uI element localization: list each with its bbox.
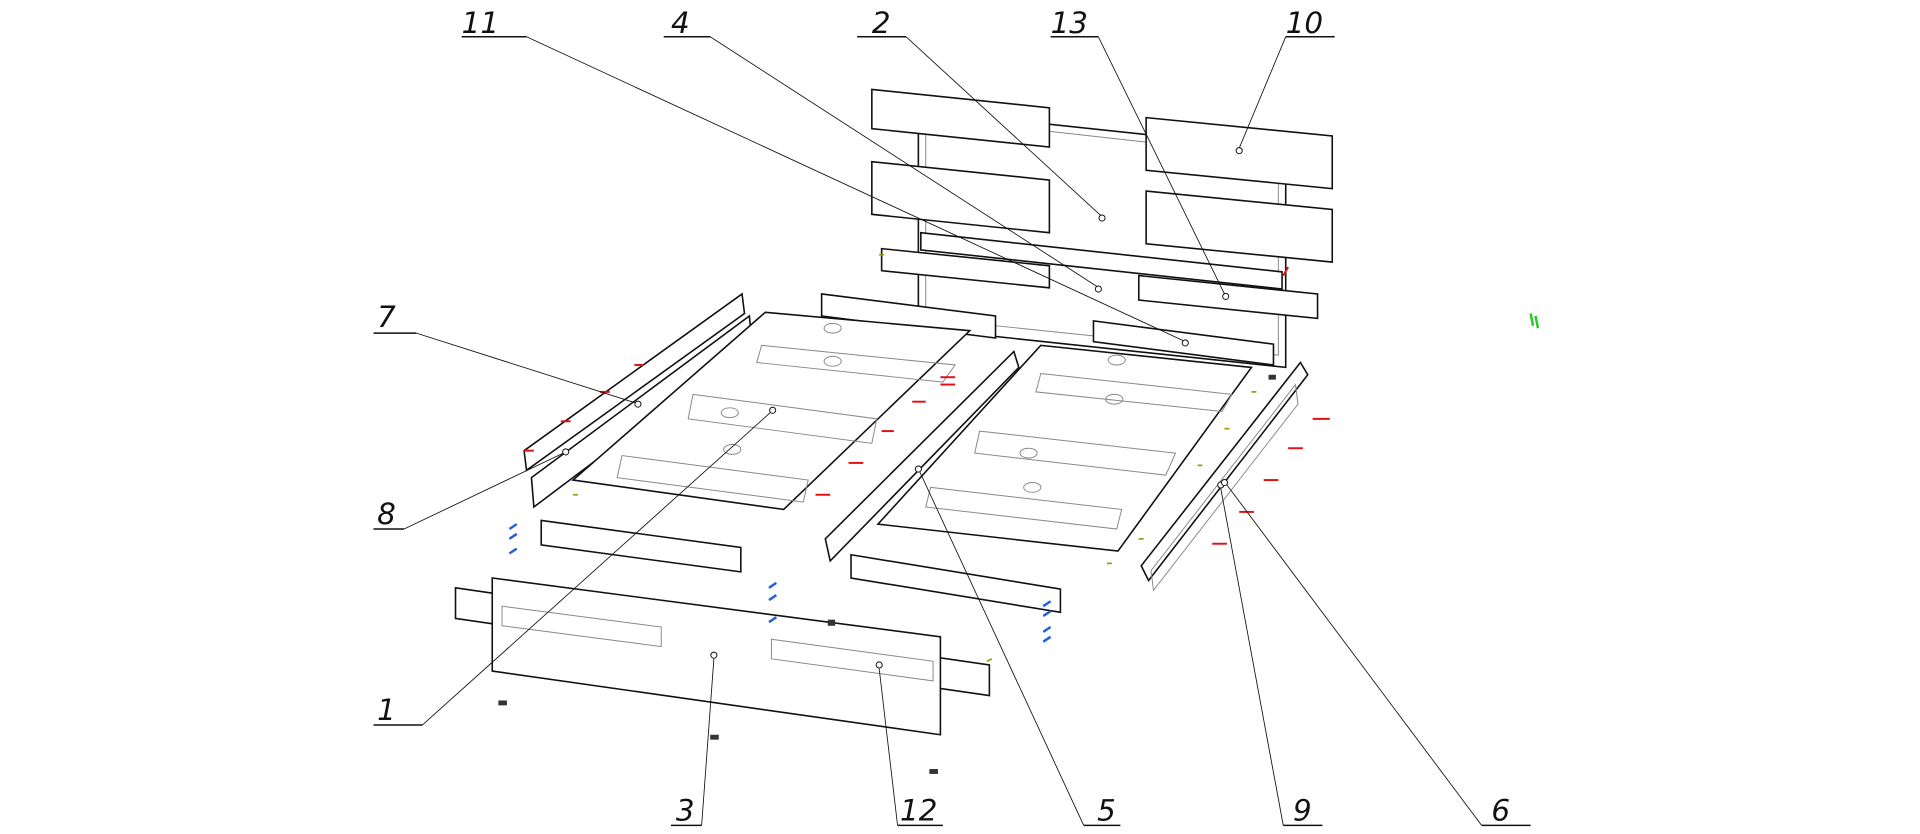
right-base-panel [876, 344, 1253, 552]
bolts [508, 523, 1052, 643]
right-side-rail [1140, 361, 1309, 582]
front-inner-rail-left [540, 519, 742, 573]
callout-4: 4 [663, 6, 1102, 293]
callout-5: 5 [914, 465, 1121, 827]
headboard-cushion [1145, 190, 1334, 263]
headboard-rail [880, 247, 1051, 289]
headboard-crossbar [920, 231, 1283, 290]
svg-text:2: 2 [872, 6, 891, 40]
svg-text:3: 3 [676, 793, 695, 827]
callout-12: 12 [875, 661, 943, 827]
svg-text:6: 6 [1491, 793, 1510, 827]
callout-1: 1 [373, 406, 777, 727]
headboard-cushion [871, 88, 1051, 148]
front-inner-rail-right [850, 553, 1062, 614]
center-rail [824, 349, 1020, 563]
dowels [573, 253, 1257, 663]
svg-text:7: 7 [377, 300, 396, 334]
headboard [871, 88, 1334, 369]
connector-hardware [498, 313, 1540, 774]
callout-13: 13 [1050, 6, 1230, 300]
svg-text:12: 12 [900, 793, 937, 827]
svg-text:8: 8 [377, 497, 396, 531]
callout-10: 10 [1235, 6, 1335, 155]
callout-11: 11 [461, 6, 1189, 347]
callout-2: 2 [857, 6, 1106, 222]
svg-text:10: 10 [1286, 6, 1323, 40]
callout-9: 9 [1217, 481, 1323, 827]
svg-text:5: 5 [1097, 793, 1116, 827]
svg-text:4: 4 [671, 6, 690, 40]
svg-text:11: 11 [462, 6, 499, 40]
callout-8: 8 [373, 448, 570, 531]
callouts: 11 4 2 13 10 7 8 1 [373, 6, 1531, 827]
left-side-rail-outer [523, 292, 746, 472]
svg-text:9: 9 [1293, 793, 1312, 827]
screws [524, 266, 1330, 545]
callout-7: 7 [373, 300, 642, 408]
callout-3: 3 [671, 651, 718, 827]
svg-text:1: 1 [377, 693, 396, 727]
back-rail-left [820, 293, 997, 339]
callout-6: 6 [1220, 478, 1531, 827]
svg-text:13: 13 [1051, 6, 1088, 40]
